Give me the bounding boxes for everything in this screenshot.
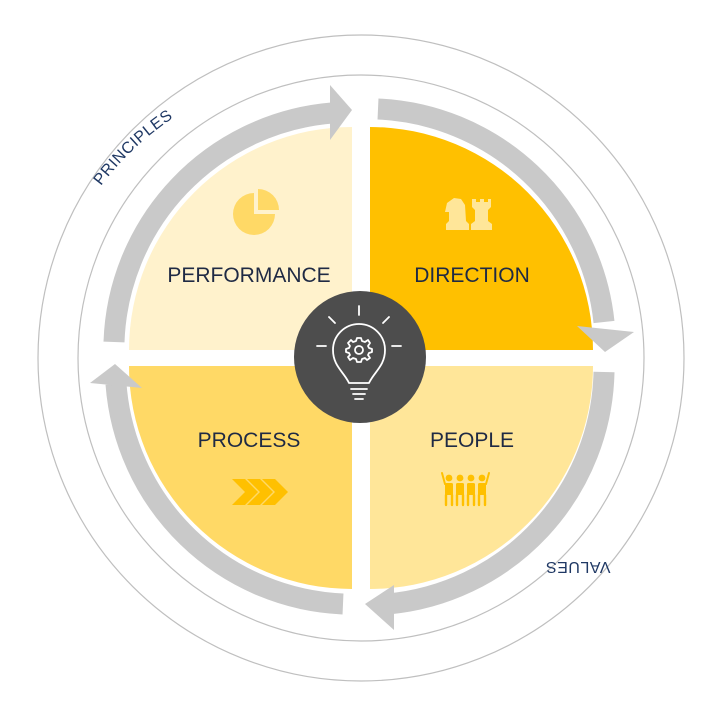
arrowhead-left [90, 364, 142, 388]
arrowhead-right [577, 326, 634, 352]
direction-label: DIRECTION [414, 264, 530, 287]
cycle-arrows [103, 98, 615, 615]
quadrant-direction [370, 127, 593, 350]
pie-chart-icon [233, 189, 279, 235]
chevrons-icon [232, 479, 288, 505]
arrowhead-top [330, 85, 352, 140]
principles-label: PRINCIPLES [91, 107, 176, 189]
arrow-bottom-right [387, 371, 615, 615]
process-label: PROCESS [198, 429, 301, 452]
arrow-heads [90, 85, 634, 630]
arrow-bottom-left [105, 383, 344, 615]
performance-label: PERFORMANCE [167, 264, 330, 287]
arrowhead-bottom [365, 585, 394, 630]
inner-ring [77, 74, 645, 642]
outer-ring [37, 34, 685, 682]
arrow-top-right [377, 98, 615, 324]
people-group-icon [441, 472, 490, 507]
quadrant-performance [129, 127, 352, 350]
chess-pieces-icon [445, 198, 492, 230]
center-circle [294, 291, 426, 423]
people-label: PEOPLE [430, 429, 514, 452]
arrow-top-left [103, 102, 333, 343]
quadrant-process [129, 366, 352, 589]
lightbulb-gear-icon [316, 305, 402, 400]
values-label: VALUES [546, 558, 611, 575]
